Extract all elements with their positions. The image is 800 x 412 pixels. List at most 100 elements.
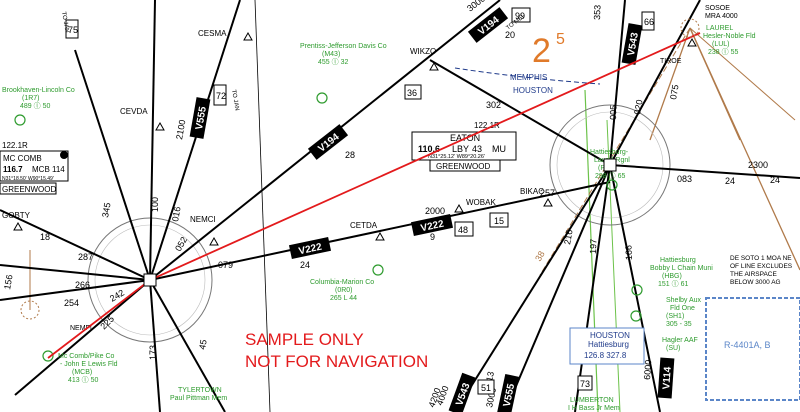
svg-text:GREENWOOD: GREENWOOD bbox=[2, 185, 56, 194]
svg-text:2000: 2000 bbox=[425, 206, 445, 216]
svg-text:156: 156 bbox=[2, 274, 14, 291]
svg-text:LUMBERTON: LUMBERTON bbox=[570, 397, 614, 404]
svg-text:173: 173 bbox=[148, 345, 158, 360]
svg-text:Mc Comb/Pike Co: Mc Comb/Pike Co bbox=[58, 353, 115, 360]
svg-text:V555: V555 bbox=[502, 382, 518, 408]
fix-cevda: CEVDA bbox=[120, 107, 148, 116]
to-jan-label-1: TO JAN bbox=[60, 11, 70, 33]
svg-text:13: 13 bbox=[484, 371, 496, 383]
fix-nemci: NEMCI bbox=[190, 215, 216, 224]
svg-text:455 ⓛ 32: 455 ⓛ 32 bbox=[318, 58, 348, 66]
svg-text:Hattiesburg-: Hattiesburg- bbox=[590, 149, 629, 156]
desoto-note: DE SOTO 1 MOA NE OF LINE EXCLUDES THE AI… bbox=[730, 255, 793, 286]
svg-text:73: 73 bbox=[580, 379, 590, 389]
svg-text:(1R7): (1R7) bbox=[22, 95, 40, 102]
svg-text:(0R0): (0R0) bbox=[335, 287, 353, 294]
svg-text:MC COMB: MC COMB bbox=[3, 154, 42, 163]
fix-wikzo: WIKZO bbox=[410, 47, 436, 56]
v543-bottom-shield: V543 bbox=[448, 372, 476, 412]
v114-shield: V114 bbox=[657, 357, 675, 399]
mccomb-navaid-box: 122.1R MC COMB 116.7 MCB 114 N31°18.50' … bbox=[0, 141, 69, 195]
svg-text:R-4401A, B: R-4401A, B bbox=[724, 340, 771, 350]
svg-text:48: 48 bbox=[458, 225, 468, 235]
v222-east-shield: V222 bbox=[410, 213, 454, 237]
svg-text:MCB: MCB bbox=[32, 165, 50, 174]
svg-text:100: 100 bbox=[150, 197, 160, 212]
svg-text:302: 302 bbox=[486, 100, 501, 110]
fix-tiroe: TIROE bbox=[660, 58, 682, 65]
svg-text:V543: V543 bbox=[626, 31, 641, 56]
v194-shield: V194 bbox=[307, 124, 349, 160]
sample-notice-line2: NOT FOR NAVIGATION bbox=[245, 352, 428, 371]
svg-text:LAUREL: LAUREL bbox=[706, 25, 733, 32]
boundary-north-label: MEMPHIS bbox=[510, 73, 547, 82]
svg-text:413 ⓛ 50: 413 ⓛ 50 bbox=[68, 376, 98, 384]
svg-text:66: 66 bbox=[644, 17, 654, 27]
svg-text:TYLERTOWN: TYLERTOWN bbox=[178, 387, 222, 394]
svg-text:38: 38 bbox=[533, 249, 547, 263]
svg-text:- John E Lewis Fld: - John E Lewis Fld bbox=[60, 361, 118, 368]
svg-text:122.1R: 122.1R bbox=[474, 121, 500, 130]
boundary-south-label: HOUSTON bbox=[513, 86, 553, 95]
svg-text:257: 257 bbox=[540, 188, 555, 198]
svg-text:HOUSTON: HOUSTON bbox=[590, 331, 630, 340]
fix-sosoe: SOSOE bbox=[705, 5, 730, 12]
eaton-compass-rose bbox=[549, 104, 671, 226]
svg-text:Brookhaven-Lincoln Co: Brookhaven-Lincoln Co bbox=[2, 87, 75, 94]
v194-shield-upper: V194 bbox=[467, 7, 509, 43]
area-marker-superscript: 5 bbox=[556, 31, 565, 48]
svg-text:Hagler AAF: Hagler AAF bbox=[662, 337, 698, 344]
svg-text:238 ⓛ 55: 238 ⓛ 55 bbox=[708, 48, 738, 56]
svg-text:43: 43 bbox=[472, 144, 482, 154]
svg-text:24: 24 bbox=[725, 176, 735, 186]
svg-text:9: 9 bbox=[430, 232, 435, 242]
svg-text:Paul Pittman Mem: Paul Pittman Mem bbox=[170, 395, 227, 402]
v222-west-shield: V222 bbox=[288, 236, 332, 260]
svg-text:345: 345 bbox=[100, 202, 112, 219]
v555-shield: V555 bbox=[189, 97, 211, 139]
svg-text:2300: 2300 bbox=[748, 160, 768, 170]
svg-text:020: 020 bbox=[632, 99, 644, 116]
svg-text:166: 166 bbox=[623, 245, 634, 260]
svg-text:(M43): (M43) bbox=[322, 51, 340, 58]
svg-text:(SH1): (SH1) bbox=[666, 313, 684, 320]
svg-text:083: 083 bbox=[677, 174, 692, 184]
svg-text:151 ⓛ 61: 151 ⓛ 61 bbox=[658, 280, 688, 288]
svg-text:I H Bass Jr Mem: I H Bass Jr Mem bbox=[568, 405, 620, 412]
special-use-airspace: R-4401A, B bbox=[705, 297, 800, 401]
svg-text:(MCB): (MCB) bbox=[72, 369, 92, 376]
svg-text:005: 005 bbox=[608, 105, 619, 120]
svg-text:110.6: 110.6 bbox=[418, 144, 440, 154]
svg-text:24: 24 bbox=[300, 260, 310, 270]
v555-bottom-shield: V555 bbox=[496, 373, 520, 412]
svg-text:016: 016 bbox=[170, 206, 182, 223]
svg-text:51: 51 bbox=[481, 383, 491, 393]
svg-text:V543: V543 bbox=[454, 381, 472, 407]
svg-text:Columbia-Marion Co: Columbia-Marion Co bbox=[310, 279, 374, 286]
svg-text:72: 72 bbox=[216, 91, 226, 101]
svg-text:Prentiss-Jefferson Davis Co: Prentiss-Jefferson Davis Co bbox=[300, 43, 387, 50]
vor-symbols bbox=[20, 18, 700, 320]
svg-text:116.7: 116.7 bbox=[3, 165, 23, 174]
svg-text:GREENWOOD: GREENWOOD bbox=[436, 162, 490, 171]
brown-route bbox=[689, 27, 741, 141]
svg-text:298 ⓛ 65: 298 ⓛ 65 bbox=[595, 172, 625, 180]
fix-cetda: CETDA bbox=[350, 221, 378, 230]
svg-text:489 ⓛ 50: 489 ⓛ 50 bbox=[20, 102, 50, 110]
svg-text:V222: V222 bbox=[298, 242, 324, 258]
svg-text:6000: 6000 bbox=[642, 359, 653, 380]
svg-text:N31°18.50' W90°15.49': N31°18.50' W90°15.49' bbox=[2, 176, 54, 182]
fix-gobty: GOBTY bbox=[2, 211, 31, 220]
brown-route bbox=[689, 27, 796, 121]
svg-text:3000: 3000 bbox=[465, 0, 487, 14]
svg-text:126.8 327.8: 126.8 327.8 bbox=[584, 351, 627, 360]
svg-text:305 - 35: 305 - 35 bbox=[666, 321, 692, 328]
airport-labels: Brookhaven-Lincoln Co (1R7) 489 ⓛ 50 Pre… bbox=[2, 25, 756, 412]
svg-text:Hattiesburg: Hattiesburg bbox=[660, 257, 696, 264]
svg-text:24: 24 bbox=[770, 175, 780, 185]
svg-text:MU: MU bbox=[492, 144, 506, 154]
area-marker: 2 bbox=[532, 32, 551, 70]
svg-text:122.1R: 122.1R bbox=[2, 141, 28, 150]
svg-text:THE AIRSPACE: THE AIRSPACE bbox=[730, 271, 778, 278]
